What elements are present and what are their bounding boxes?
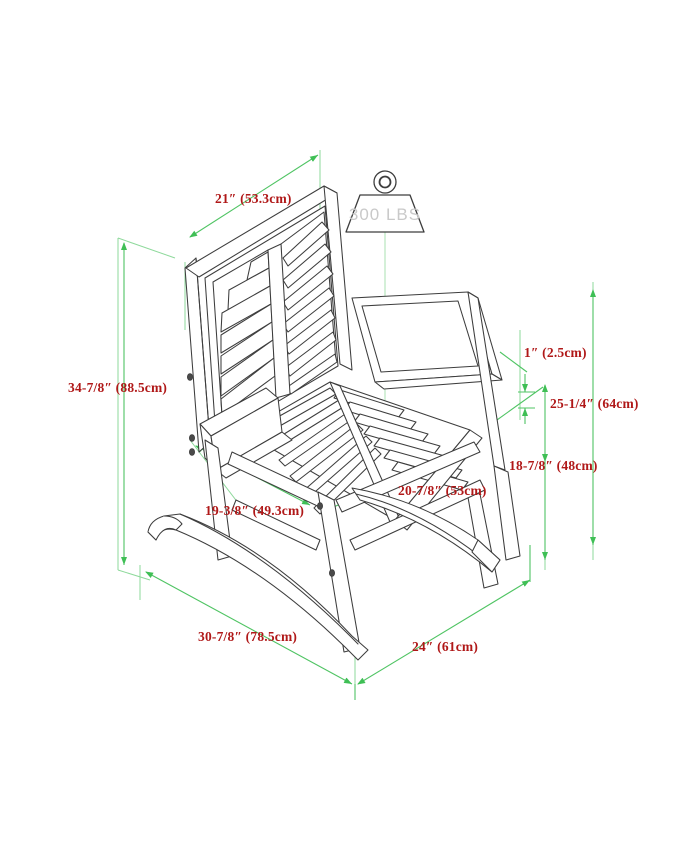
dimension-label-overall-width: 24″ (61cm) bbox=[412, 639, 478, 654]
dimension-label-overall-height: 34-7/8″ (88.5cm) bbox=[68, 380, 167, 395]
dimension-label-arm-thickness: 1″ (2.5cm) bbox=[524, 345, 587, 360]
dim-line-rocker-length bbox=[145, 571, 353, 685]
chair-illustration bbox=[147, 185, 521, 661]
rocker-runner-rear-tip bbox=[471, 539, 501, 573]
rocker-runner-front-topedge bbox=[179, 513, 359, 645]
hardware-bolts bbox=[186, 373, 335, 577]
armrest-inner-panel bbox=[361, 300, 479, 373]
legs bbox=[204, 439, 521, 653]
backrest-center-stile bbox=[267, 243, 291, 399]
dimension-label-backrest-width: 21″ (53.3cm) bbox=[215, 191, 292, 206]
weight-body-icon bbox=[345, 194, 425, 233]
leader-arm-thickness bbox=[499, 351, 528, 373]
dimension-label-arm-height: 25-1/4″ (64cm) bbox=[550, 396, 639, 411]
back-slat-r-3 bbox=[282, 265, 334, 311]
back-slat-r-1 bbox=[282, 221, 330, 267]
bolt-front-leg-lower bbox=[328, 569, 335, 577]
side-stretcher-left bbox=[231, 499, 321, 551]
bolt-back-upper bbox=[186, 373, 193, 381]
seat-slat-l-4 bbox=[289, 423, 364, 483]
dim-line-overall-width bbox=[357, 579, 531, 685]
back-slat-r-2 bbox=[282, 243, 332, 289]
dimension-labels: 21″ (53.3cm) 34-7/8″ (88.5cm) 19-3/8″ (4… bbox=[68, 191, 639, 654]
dimension-label-seat-height: 19-3/8″ (49.3cm) bbox=[205, 503, 304, 518]
backrest-right-slat-panel bbox=[267, 211, 338, 399]
backrest-left-slat-panel bbox=[212, 249, 277, 417]
rocker-runner-front-tip bbox=[147, 515, 183, 541]
bolt-front-leg-upper bbox=[316, 502, 323, 510]
ext-line-backrest-diag bbox=[117, 237, 176, 259]
dimension-label-seat-depth: 20-7/8″ (53cm) bbox=[398, 483, 487, 498]
dim-line-backrest-width bbox=[189, 154, 319, 238]
bolt-back-mid bbox=[188, 434, 195, 442]
back-right-leg bbox=[493, 465, 521, 561]
rocker-runners bbox=[147, 487, 501, 661]
weight-label: 300 LBS bbox=[349, 205, 421, 224]
ext-line-height-foot bbox=[117, 569, 151, 581]
leader-arm-height bbox=[489, 386, 544, 426]
seat-slat-l-6 bbox=[313, 447, 382, 515]
armrest-front-edge bbox=[374, 373, 503, 390]
weight-ring-inner-icon bbox=[378, 175, 392, 189]
dimension-label-rocker-length: 30-7/8″ (78.5cm) bbox=[198, 629, 297, 644]
backrest-right-post bbox=[323, 185, 353, 371]
bolt-back-lower bbox=[188, 448, 195, 456]
arm-front-support bbox=[467, 291, 506, 471]
dimension-label-seat-front-height: 18-7/8″ (48cm) bbox=[509, 458, 598, 473]
right-armrest bbox=[351, 291, 506, 471]
weight-badge: 300 LBS bbox=[345, 170, 425, 233]
